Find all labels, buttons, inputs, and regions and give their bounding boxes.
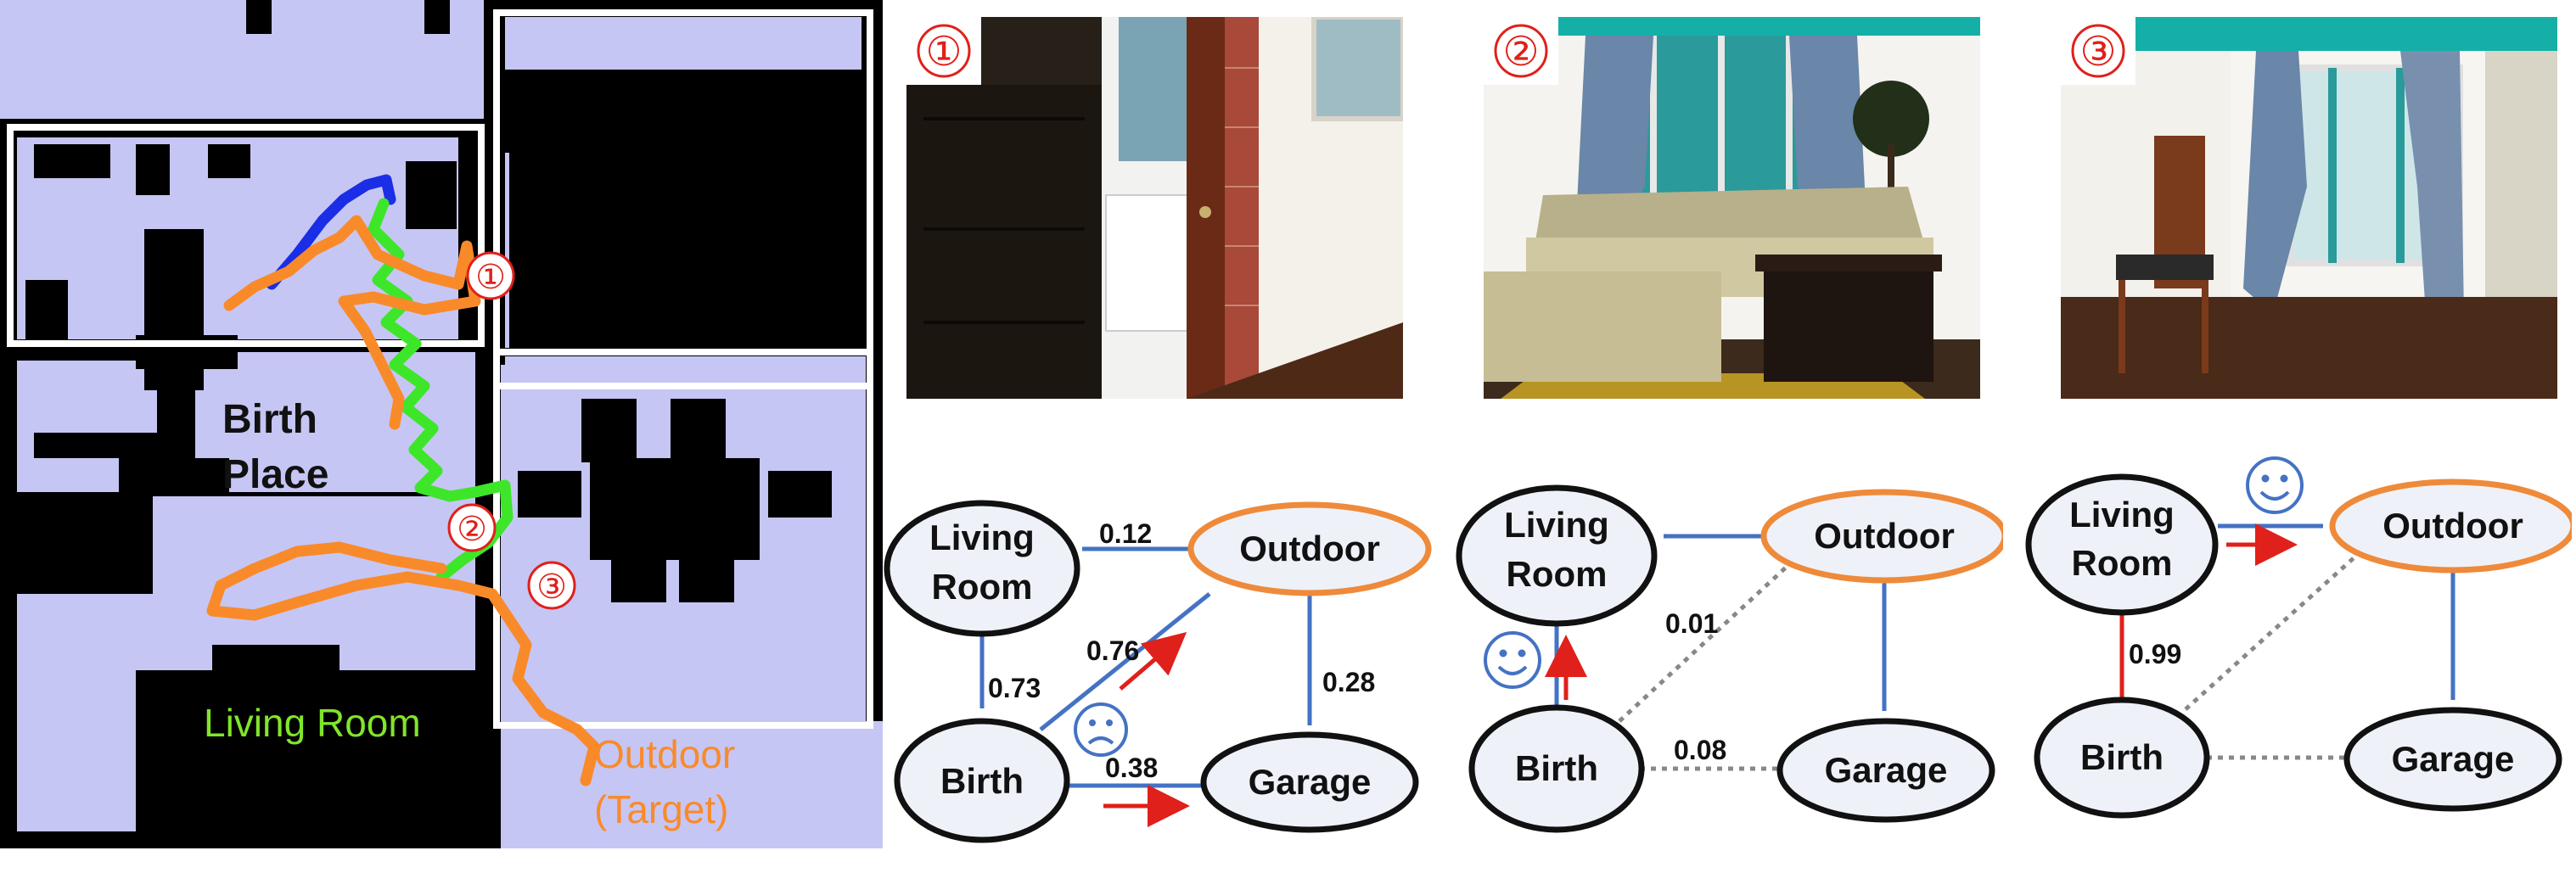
edge-birth-outdoor	[1039, 592, 1211, 731]
relation-graph-2: Living Room Outdoor Birth Garage 0.01 0.…	[1451, 441, 2003, 857]
edge-birth-outdoor	[2184, 555, 2357, 711]
sad-face-icon	[1074, 702, 1128, 757]
edge-weight-outdoor-garage: 0.28	[1322, 667, 1375, 697]
trajectory-green	[368, 198, 514, 583]
edge-birth-outdoor	[1618, 565, 1788, 723]
node-living-room	[2025, 473, 2219, 616]
egocentric-view-1: ①	[906, 17, 1403, 399]
egocentric-view-3: ③	[2061, 17, 2557, 399]
map-marker-3-label: ③	[536, 568, 567, 606]
node-birth-label: Birth	[2080, 737, 2164, 777]
node-birth	[2034, 697, 2210, 819]
trajectory-blue	[266, 174, 396, 290]
node-living-room-label-2: Room	[1507, 554, 1608, 594]
node-outdoor-label: Outdoor	[1239, 529, 1380, 568]
view-2-badge-label: ②	[1502, 30, 1539, 75]
walls	[0, 0, 857, 848]
node-living-room-label-2: Room	[2072, 543, 2173, 583]
node-outdoor-label: Outdoor	[2382, 506, 2523, 546]
view-1-badge-label: ①	[925, 30, 962, 75]
node-garage	[1200, 731, 1419, 833]
edge-weight-living-outdoor: 0.12	[1099, 518, 1152, 549]
node-garage	[2343, 707, 2562, 812]
egocentric-view-2: ②	[1484, 17, 1980, 399]
node-living-room-label-1: Living	[2069, 495, 2175, 534]
node-living-room-label-1: Living	[929, 518, 1035, 557]
happy-face-icon	[2246, 456, 2304, 514]
map-marker-1-label: ①	[475, 258, 506, 296]
node-outdoor	[1187, 501, 1432, 596]
birth-place-label-line2: Place	[222, 452, 328, 497]
node-birth	[894, 718, 1070, 843]
outdoor-label: Outdoor	[594, 732, 735, 776]
node-garage-label: Garage	[1825, 750, 1948, 790]
edge-weight-living-birth: 0.73	[988, 673, 1041, 703]
view-3-badge-label: ③	[2079, 30, 2116, 75]
trajectory-orange-lower	[206, 541, 600, 786]
edge-weight-birth-garage: 0.38	[1105, 753, 1158, 783]
birth-place-label-line1: Birth	[222, 397, 317, 442]
node-garage-label: Garage	[1249, 762, 1372, 802]
node-outdoor	[1760, 489, 2003, 584]
living-room-label: Living Room	[204, 701, 421, 745]
relation-graph-1: Living Room Outdoor Birth Garage 0.12 0.…	[883, 450, 1443, 857]
view-2-badge: ②	[1484, 17, 1558, 85]
edge-weight-birth-outdoor: 0.01	[1665, 608, 1718, 639]
map-marker-2-label: ②	[457, 510, 487, 548]
node-birth-label: Birth	[940, 761, 1024, 801]
node-garage-label: Garage	[2392, 739, 2515, 779]
happy-face-icon	[1484, 631, 1541, 689]
map-marker-3: ③	[527, 561, 576, 610]
node-birth	[1468, 704, 1645, 833]
view-3-badge: ③	[2061, 17, 2135, 85]
floor-map: ① ② ③ Birth Place Living Room Outdoor (T…	[0, 0, 883, 848]
map-marker-2: ②	[447, 503, 497, 552]
node-birth-label: Birth	[1515, 748, 1598, 788]
node-living-room-label-1: Living	[1504, 505, 1609, 545]
direction-arrow-birth-outdoor	[1119, 631, 1187, 691]
node-living-room-label-2: Room	[932, 567, 1033, 607]
view-1-badge: ①	[906, 17, 981, 85]
map-marker-1: ①	[466, 251, 515, 300]
node-living-room	[1456, 484, 1658, 627]
edge-weight-birth-garage: 0.08	[1674, 735, 1726, 765]
target-label: (Target)	[594, 787, 728, 831]
edge-weight-living-birth: 0.99	[2129, 639, 2181, 669]
node-outdoor	[2329, 478, 2572, 574]
node-garage	[1776, 718, 1995, 823]
trajectory-orange	[223, 215, 481, 430]
relation-graph-3: Living Room Outdoor Birth Garage 0.99	[2016, 441, 2572, 857]
edge-weight-birth-outdoor: 0.76	[1086, 635, 1139, 666]
node-outdoor-label: Outdoor	[1814, 516, 1955, 556]
node-living-room	[884, 500, 1080, 637]
